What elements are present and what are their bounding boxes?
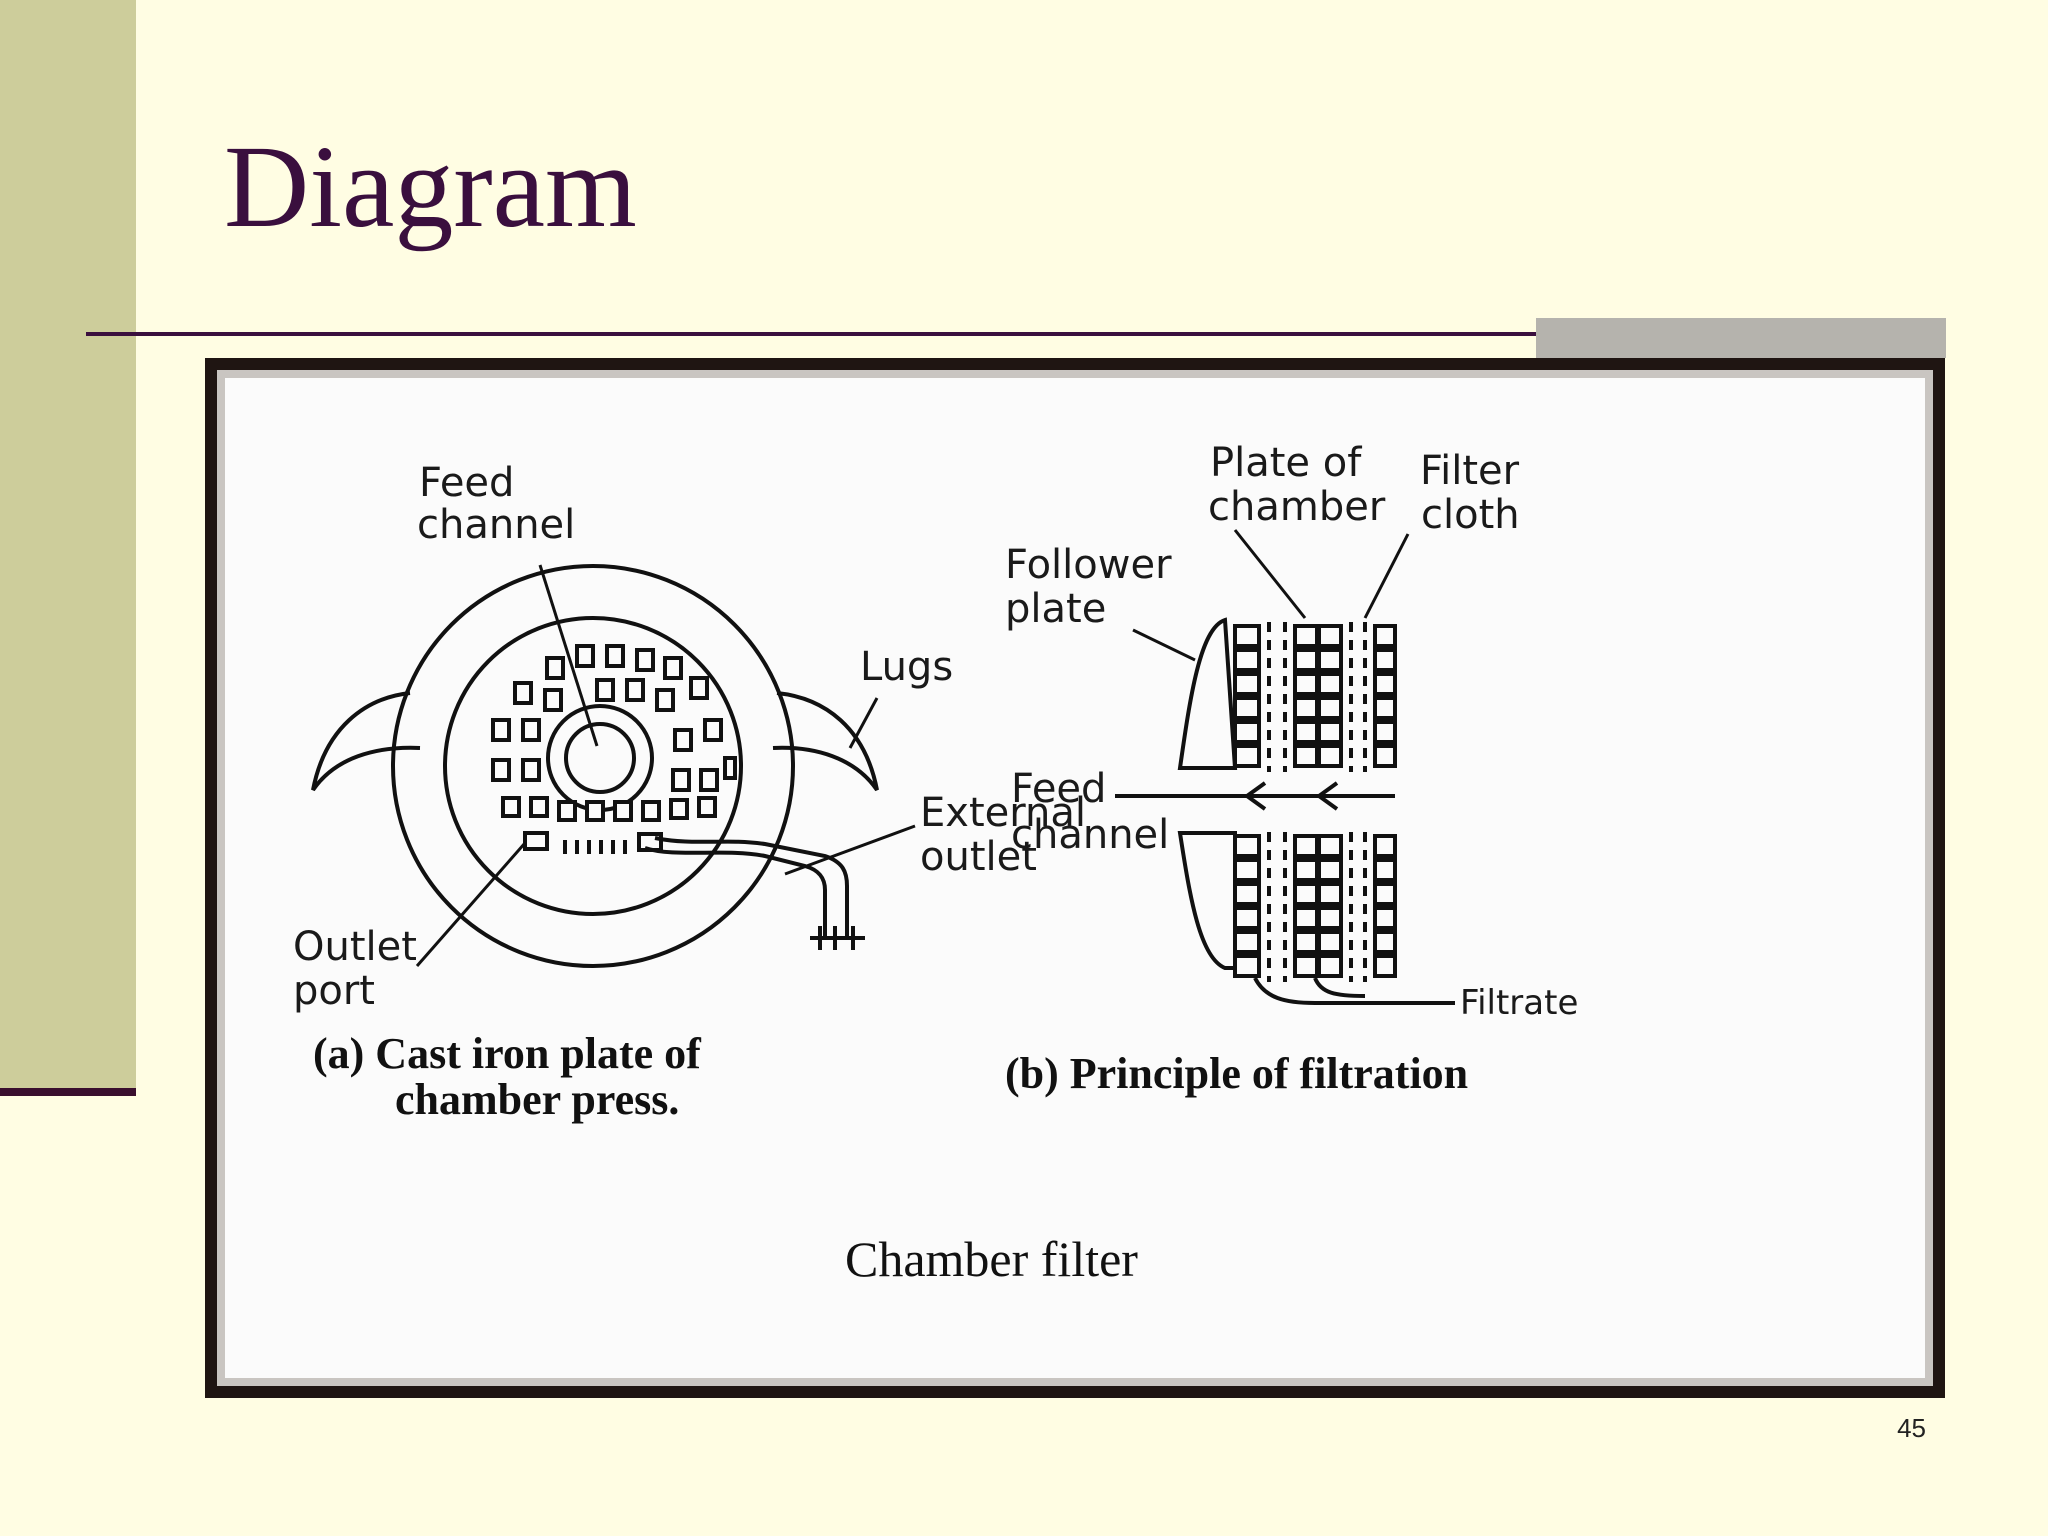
chamber-filter-diagram: Feed channel Lugs External outlet Outlet…	[293, 440, 1578, 1287]
filtrate-line-2	[1313, 977, 1366, 998]
follower-plate-upper	[1177, 617, 1238, 770]
follower-plate-lower	[1177, 831, 1237, 970]
feed-ring-outer	[546, 704, 654, 812]
outlet-pipe-upper	[654, 836, 849, 938]
left-accent-bar	[0, 0, 136, 1090]
label-feed-channel-b-line2: channel	[1011, 812, 1169, 858]
label-external-outlet-line2: outlet	[920, 834, 1037, 880]
slide-page-number: 45	[1897, 1413, 1926, 1443]
label-filtrate: Filtrate	[1460, 983, 1578, 1023]
plate-of-chamber-leader	[1233, 529, 1307, 619]
feed-ring-inner	[564, 722, 636, 794]
title-divider	[86, 332, 1946, 336]
plate-inner-ring	[443, 616, 743, 916]
outlet-port-leader	[415, 842, 527, 967]
label-filter-cloth-line2: cloth	[1421, 492, 1520, 538]
caption-a-line1: (a) Cast iron plate of	[313, 1029, 702, 1078]
label-follower-plate-line2: plate	[1005, 586, 1106, 632]
slide-title: Diagram	[224, 121, 637, 252]
caption-a-line2: chamber press.	[395, 1075, 679, 1124]
label-external-outlet-line1: External	[920, 790, 1086, 836]
label-follower-plate-line1: Follower	[1005, 542, 1172, 588]
left-lug	[311, 691, 421, 792]
external-outlet-leader	[784, 824, 916, 876]
label-filter-cloth-line1: Filter	[1420, 448, 1520, 494]
upper-plate-stack	[1233, 622, 1397, 772]
right-lug	[772, 691, 879, 792]
panel-b-drawing	[1115, 529, 1455, 1005]
label-feed-channel-a-line2: channel	[417, 502, 575, 548]
label-feed-channel-b-line1: Feed	[1011, 766, 1106, 812]
feed-channel-leader	[538, 564, 599, 747]
panel-a-drawing	[311, 564, 916, 968]
drainage-grid	[491, 644, 737, 854]
plate-outer-ring	[391, 564, 795, 968]
left-accent-underline	[0, 1088, 136, 1096]
figure-frame-mat: Feed channel Lugs External outlet Outlet…	[217, 370, 1933, 1386]
label-outlet-port-line2: port	[293, 968, 375, 1014]
figure-paper: Feed channel Lugs External outlet Outlet…	[225, 378, 1925, 1378]
filtrate-line-1	[1253, 977, 1455, 1005]
lower-plate-stack	[1233, 832, 1397, 982]
label-plate-of-chamber-line1: Plate of	[1210, 440, 1362, 486]
feed-channel-arrowheads	[1243, 781, 1339, 811]
caption-b: (b) Principle of filtration	[1005, 1049, 1468, 1098]
figure-frame: Feed channel Lugs External outlet Outlet…	[205, 358, 1945, 1398]
filter-cloth-leader	[1363, 533, 1410, 619]
outlet-valve	[810, 926, 865, 950]
label-lugs: Lugs	[860, 644, 953, 690]
label-plate-of-chamber-line2: chamber	[1208, 484, 1386, 530]
label-feed-channel-a-line1: Feed	[419, 460, 514, 506]
lugs-leader	[848, 697, 879, 749]
outlet-pipe-lower	[644, 846, 827, 938]
label-outlet-port-line1: Outlet	[293, 924, 417, 970]
title-rule-accent	[1536, 318, 1946, 358]
figure-main-caption: Chamber filter	[845, 1231, 1138, 1287]
follower-plate-leader	[1132, 628, 1196, 662]
